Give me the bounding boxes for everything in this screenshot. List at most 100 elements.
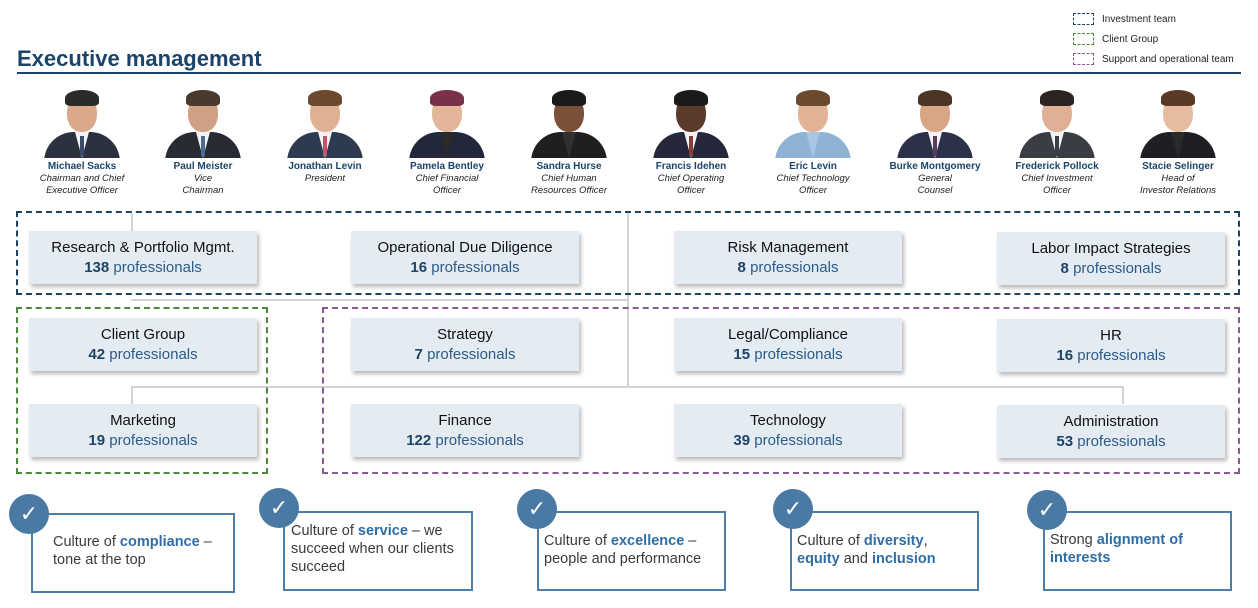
executive-card: Michael Sacks Chairman and Chief Executi…: [21, 88, 143, 197]
executive-role: Vice: [193, 173, 213, 184]
legend-item-support: Support and operational team: [1073, 49, 1234, 69]
dept-finance: Finance 122 professionals: [351, 404, 579, 457]
check-icon: ✓: [517, 489, 557, 529]
executive-role: Chairman: [182, 185, 224, 196]
dept-count: 16 professionals: [410, 259, 520, 276]
legend-swatch-investment: [1073, 13, 1094, 25]
culture-card-alignment: Strong alignment of interests: [1043, 511, 1232, 591]
executive-role: President: [304, 173, 346, 184]
dept-strategy: Strategy 7 professionals: [351, 318, 579, 371]
dept-name: Administration: [1063, 413, 1159, 430]
executive-name: Jonathan Levin: [288, 161, 362, 172]
dept-name: Strategy: [437, 326, 493, 343]
dept-name: Research & Portfolio Mgmt.: [51, 239, 235, 256]
dept-operational-due-diligence: Operational Due Diligence 16 professiona…: [351, 231, 579, 284]
dept-count: 15 professionals: [733, 346, 843, 363]
legend-item-investment: Investment team: [1073, 9, 1234, 29]
title-rule: [17, 72, 1241, 74]
connector-line: [131, 213, 133, 231]
executive-name: Burke Montgomery: [889, 161, 981, 172]
dept-client-group: Client Group 42 professionals: [29, 318, 257, 371]
executive-name: Frederick Pollock: [1015, 161, 1099, 172]
executive-card: Pamela Bentley Chief Financial Officer: [386, 88, 508, 197]
culture-card-excellence: Culture of excellence – people and perfo…: [537, 511, 726, 591]
dept-research: Research & Portfolio Mgmt. 138 professio…: [29, 231, 257, 284]
executive-card: Stacie Selinger Head of Investor Relatio…: [1117, 88, 1239, 197]
executive-role: Counsel: [917, 185, 953, 196]
executive-card: Burke Montgomery General Counsel: [874, 88, 996, 197]
executive-role: Officer: [1043, 185, 1071, 196]
dept-count: 16 professionals: [1056, 347, 1166, 364]
dept-risk-management: Risk Management 8 professionals: [674, 231, 902, 284]
dept-name: Risk Management: [727, 239, 849, 256]
check-icon: ✓: [259, 488, 299, 528]
executive-card: Frederick Pollock Chief Investment Offic…: [996, 88, 1118, 197]
avatar: [529, 88, 609, 158]
dept-count: 8 professionals: [1060, 260, 1162, 277]
executive-role: Officer: [433, 185, 461, 196]
executive-role: Officer: [677, 185, 705, 196]
dept-hr: HR 16 professionals: [997, 319, 1225, 372]
avatar: [285, 88, 365, 158]
dept-count: 138 professionals: [84, 259, 202, 276]
executive-name: Paul Meister: [173, 161, 233, 172]
dept-name: Client Group: [100, 326, 186, 343]
dept-count: 122 professionals: [406, 432, 524, 449]
dept-name: Finance: [438, 412, 492, 429]
avatar: [42, 88, 122, 158]
executive-role: Chief Human: [541, 173, 597, 184]
connector-line: [1122, 386, 1124, 404]
executive-role: Investor Relations: [1139, 185, 1217, 196]
executive-name: Stacie Selinger: [1142, 161, 1214, 172]
legend-label: Client Group: [1102, 33, 1159, 45]
executive-name: Francis Idehen: [655, 161, 727, 172]
executive-role: Officer: [799, 185, 827, 196]
avatar: [773, 88, 853, 158]
legend: Investment team Client Group Support and…: [1073, 9, 1234, 69]
check-icon: ✓: [773, 489, 813, 529]
dept-count: 53 professionals: [1056, 433, 1166, 450]
connector-line: [131, 299, 627, 301]
investment-team-group: [16, 211, 1240, 295]
dept-name: Operational Due Diligence: [377, 239, 553, 256]
dept-count: 42 professionals: [88, 346, 198, 363]
dept-name: HR: [1100, 327, 1122, 344]
dept-labor-impact: Labor Impact Strategies 8 professionals: [997, 232, 1225, 285]
executive-name: Sandra Hurse: [536, 161, 602, 172]
client-group-group: [16, 307, 268, 474]
culture-card-diversity: Culture of diversity, equity and inclusi…: [790, 511, 979, 591]
avatar: [1017, 88, 1097, 158]
dept-count: 7 professionals: [414, 346, 516, 363]
executive-role: Chairman and Chief: [39, 173, 125, 184]
executive-name: Eric Levin: [789, 161, 837, 172]
dept-name: Legal/Compliance: [727, 326, 849, 343]
avatar: [407, 88, 487, 158]
check-icon: ✓: [1027, 490, 1067, 530]
culture-card-compliance: Culture of compliance – tone at the top: [31, 513, 235, 593]
dept-count: 8 professionals: [737, 259, 839, 276]
executive-role: General: [918, 173, 952, 184]
dept-name: Marketing: [110, 412, 176, 429]
connector-line: [131, 386, 1123, 388]
culture-card-service: Culture of service – we succeed when our…: [283, 511, 473, 591]
executive-card: Francis Idehen Chief Operating Officer: [630, 88, 752, 197]
executive-role: Chief Investment: [1021, 173, 1093, 184]
avatar: [163, 88, 243, 158]
avatar: [651, 88, 731, 158]
connector-line: [627, 213, 629, 387]
page-title: Executive management: [17, 46, 262, 71]
legend-item-client: Client Group: [1073, 29, 1234, 49]
dept-count: 39 professionals: [733, 432, 843, 449]
dept-legal-compliance: Legal/Compliance 15 professionals: [674, 318, 902, 371]
executive-card: Eric Levin Chief Technology Officer: [752, 88, 874, 197]
executive-role: Chief Financial: [415, 173, 479, 184]
executive-card: Paul Meister Vice Chairman: [142, 88, 264, 197]
legend-swatch-client: [1073, 33, 1094, 45]
executive-role: Executive Officer: [46, 185, 118, 196]
executive-role: Resources Officer: [530, 185, 608, 196]
dept-marketing: Marketing 19 professionals: [29, 404, 257, 457]
executive-role: Chief Operating: [657, 173, 725, 184]
dept-administration: Administration 53 professionals: [997, 405, 1225, 458]
legend-label: Investment team: [1102, 13, 1176, 25]
connector-line: [131, 386, 133, 404]
